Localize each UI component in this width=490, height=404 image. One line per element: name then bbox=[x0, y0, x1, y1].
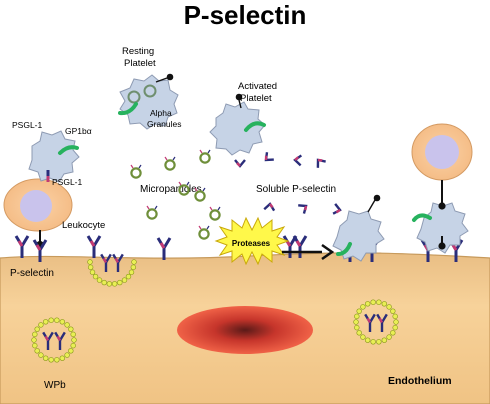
microparticle bbox=[146, 205, 158, 220]
wpb-label: WPb bbox=[44, 380, 66, 391]
bound-platelet-right-1 bbox=[332, 194, 385, 262]
microparticle bbox=[130, 164, 142, 179]
soluble-pselectin bbox=[332, 203, 342, 215]
soluble-pselectin-label: Soluble P-selectin bbox=[256, 184, 336, 195]
pselectin-receptor bbox=[364, 313, 376, 332]
endothelial-nucleus bbox=[177, 306, 313, 354]
leukocyte-cell: Leukocyte bbox=[3, 178, 105, 232]
alpha-granules-label: Granules bbox=[147, 119, 182, 129]
right-arrow-icon bbox=[282, 243, 335, 261]
pselectin-receptor bbox=[100, 253, 112, 272]
resting-platelet-label: Platelet bbox=[124, 58, 156, 69]
soluble-pselectin bbox=[234, 159, 246, 168]
alpha-granule bbox=[143, 84, 157, 98]
microparticles-label: Microparticles bbox=[140, 184, 202, 195]
resting-platelet-label: Resting bbox=[122, 46, 154, 57]
platelet-on-leukocyte: PSGL-1 GP1bα PSGL-1 bbox=[12, 120, 92, 187]
microparticle bbox=[199, 149, 211, 164]
wpb-vesicle bbox=[31, 317, 77, 363]
leukocyte-label: Leukocyte bbox=[62, 220, 105, 231]
pselectin-receptor bbox=[156, 237, 172, 260]
pselectin-receptor bbox=[376, 313, 388, 332]
page-title: P-selectin bbox=[184, 0, 307, 30]
soluble-pselectin bbox=[316, 158, 326, 168]
alpha-granules-label: Alpha bbox=[150, 108, 172, 118]
weibel-palade-bodies bbox=[31, 253, 399, 363]
soluble-pselectin bbox=[293, 154, 303, 167]
pselectin-receptor bbox=[14, 235, 30, 258]
microparticle bbox=[178, 181, 190, 196]
pselectin-receptor bbox=[54, 331, 66, 350]
protease-burst: Proteases bbox=[214, 216, 290, 266]
endothelium-label: Endothelium bbox=[388, 375, 452, 387]
tether-right bbox=[438, 236, 446, 250]
psgl1-label-top: PSGL-1 bbox=[12, 120, 43, 130]
pselectin-receptor bbox=[112, 253, 124, 272]
soluble-pselectin bbox=[298, 204, 308, 214]
microparticle bbox=[164, 156, 176, 171]
resting-platelet: Resting Platelet Alpha Granules bbox=[118, 46, 182, 130]
psgl1-label-bottom: PSGL-1 bbox=[52, 177, 83, 187]
wpb-vesicle bbox=[87, 253, 137, 287]
activated-platelet-label: Activated bbox=[238, 81, 277, 92]
pselectin-receptor bbox=[42, 331, 54, 350]
pselectin-label: P-selectin bbox=[10, 268, 54, 279]
wpb-vesicle bbox=[353, 299, 399, 345]
soluble-pselectin-group bbox=[234, 152, 342, 215]
pselectin-receptor bbox=[86, 235, 102, 258]
microparticle bbox=[209, 206, 221, 221]
activated-platelet-label: Platelet bbox=[240, 93, 272, 104]
leukocyte-nucleus bbox=[20, 190, 52, 222]
activated-platelet: Activated Platelet bbox=[209, 81, 277, 156]
pselectin-receptor bbox=[32, 239, 48, 262]
star-burst-icon bbox=[214, 216, 290, 266]
leukocyte-cell-right bbox=[411, 123, 473, 210]
microparticles-group bbox=[130, 149, 221, 240]
soluble-pselectin bbox=[263, 202, 276, 212]
alpha-granule bbox=[127, 90, 141, 104]
leukocyte-nucleus bbox=[425, 135, 459, 169]
proteases-label: Proteases bbox=[232, 239, 271, 248]
microparticle bbox=[194, 187, 206, 202]
gp1ba-label: GP1bα bbox=[65, 126, 92, 136]
microparticle bbox=[198, 225, 210, 240]
soluble-pselectin bbox=[264, 152, 274, 162]
